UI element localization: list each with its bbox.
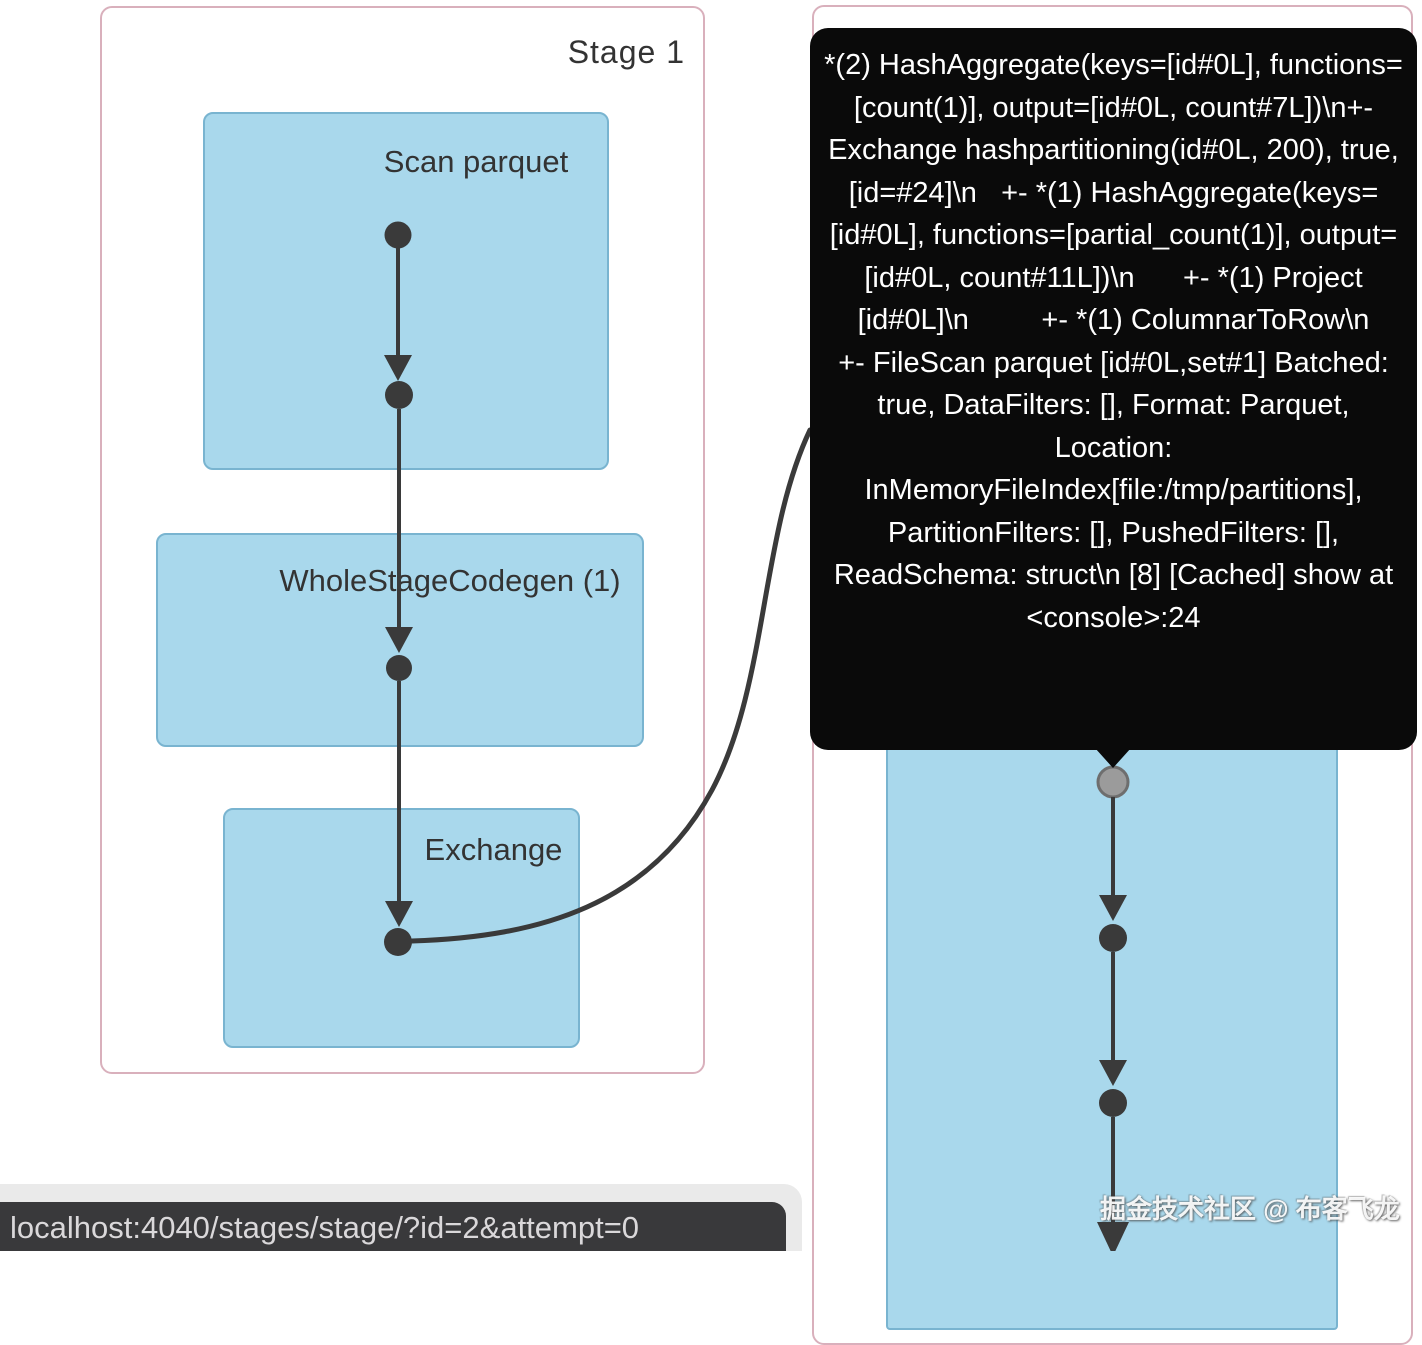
- status-url-text: localhost:4040/stages/stage/?id=2&attemp…: [10, 1210, 640, 1245]
- status-url-bar: localhost:4040/stages/stage/?id=2&attemp…: [0, 1202, 786, 1251]
- status-panel: localhost:4040/stages/stage/?id=2&attemp…: [0, 1184, 802, 1251]
- node-exchange-label: Exchange: [424, 832, 563, 867]
- tooltip-pointer-icon: [1095, 748, 1131, 768]
- node-scan-parquet[interactable]: Scan parquet: [203, 112, 609, 470]
- stage1-title: Stage 1: [567, 34, 685, 70]
- node-scan-parquet-label: Scan parquet: [383, 144, 569, 179]
- watermark-text: 掘金技术社区 @ 布客飞龙: [1100, 1194, 1400, 1224]
- node-wholestagecodegen[interactable]: WholeStageCodegen (1): [156, 533, 644, 747]
- node-wholestagecodegen-label: WholeStageCodegen (1): [279, 563, 621, 598]
- plan-tooltip-text: *(2) HashAggregate(keys=[id#0L], functio…: [824, 49, 1403, 634]
- node-exchange[interactable]: Exchange: [223, 808, 580, 1048]
- plan-tooltip: *(2) HashAggregate(keys=[id#0L], functio…: [810, 28, 1417, 750]
